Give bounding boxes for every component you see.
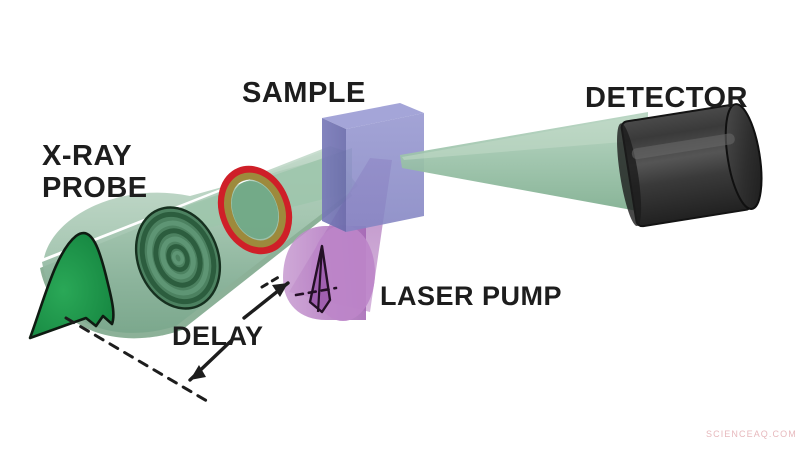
probe-pulse — [28, 231, 115, 340]
label-laser-pump: LASER PUMP — [380, 281, 562, 311]
detector-cylinder — [617, 103, 763, 228]
label-xray-probe-line2: PROBE — [42, 172, 148, 204]
delay-annotation — [64, 273, 338, 406]
delay-dashed-laser-link — [294, 286, 338, 297]
sample-top-face — [322, 103, 424, 129]
x-ray-probe-beam — [28, 146, 358, 340]
sample-main-face — [346, 113, 424, 232]
delay-dashed-upper — [260, 273, 284, 289]
delay-arrow-up-right — [242, 281, 290, 320]
delay-arrow-down-left — [188, 338, 234, 382]
spiral-wavefront — [134, 206, 222, 310]
label-sample: SAMPLE — [242, 77, 366, 109]
scatter-cone-highlight — [402, 114, 646, 160]
label-delay: DELAY — [172, 321, 264, 351]
sample-front-face — [322, 118, 346, 232]
probe-beam-top — [44, 146, 348, 258]
laser-pulse-stem — [316, 245, 324, 313]
watermark-sciencaq: SCIENCEAQ.COM — [706, 429, 797, 439]
label-xray-probe-line1: X-RAY — [42, 140, 132, 172]
sample-slab — [322, 103, 424, 232]
detector-rear-rim — [617, 123, 642, 227]
label-detector: DETECTOR — [585, 82, 748, 114]
detector-specular-highlight — [631, 133, 735, 160]
detector-cap — [724, 103, 763, 210]
delay-dashed-baseline — [64, 316, 214, 406]
scattered-beam — [400, 112, 648, 213]
aperture-ring — [217, 165, 293, 255]
